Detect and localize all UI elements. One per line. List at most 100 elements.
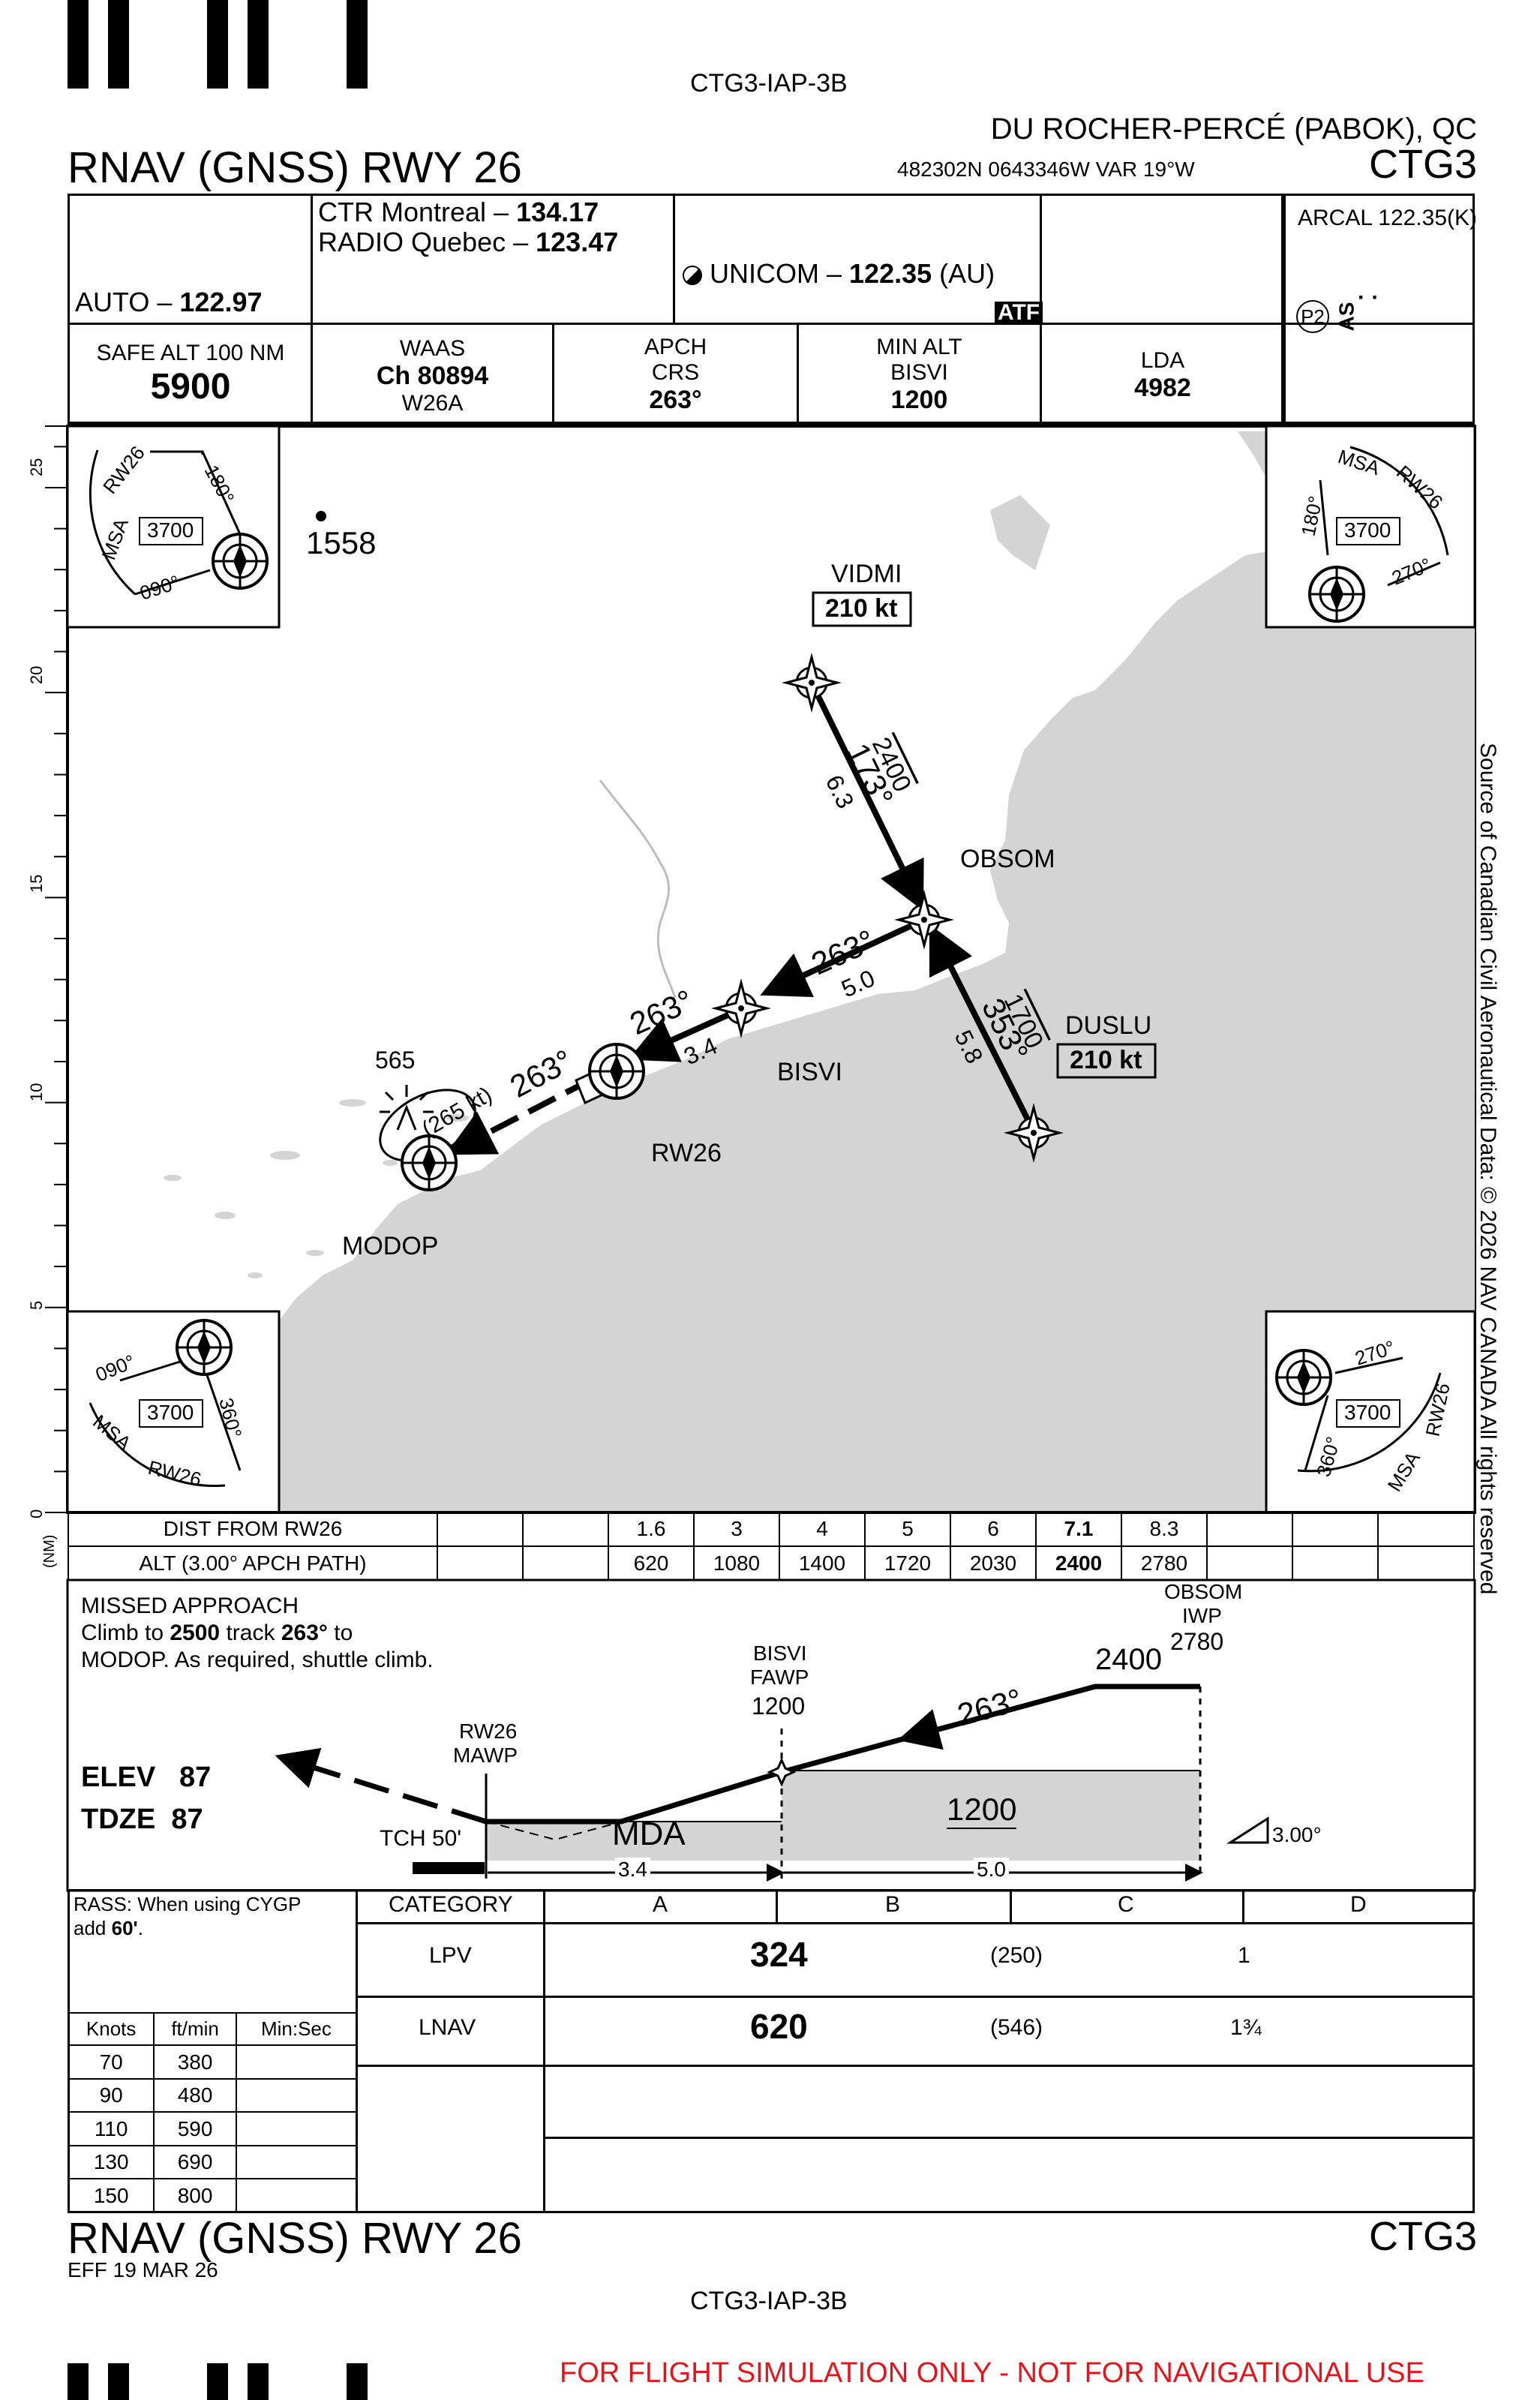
footer-procedure: RNAV (GNSS) RWY 26 [68, 2214, 522, 2263]
seg1-dist: 3.4 [615, 1858, 650, 1882]
msa-alt-bl: 3700 [147, 1401, 194, 1424]
distance-scale [45, 425, 68, 1513]
atf-badge: ATF [995, 302, 1043, 324]
msa-box-bottom-left [66, 1310, 281, 1514]
waas-cell: WAAS Ch 80894 W26A [376, 336, 489, 416]
intermediate-alt: 2400 [1095, 1643, 1162, 1676]
arcal-frequency: ARCAL 122.35(K) [1298, 206, 1478, 230]
alt-label: ALT (3.00° APCH PATH) [68, 1545, 438, 1581]
alt-value: 1080 [693, 1545, 780, 1581]
missed-approach-line2: MODOP. As required, shuttle climb. [81, 1648, 434, 1672]
unicom-icon [683, 266, 702, 286]
missed-approach-line1: Climb to 2500 track 263° to [81, 1621, 353, 1645]
source-note: Source of Canadian Civil Aeronautical Da… [1475, 743, 1500, 1595]
procedure-title: RNAV (GNSS) RWY 26 [68, 143, 522, 192]
rate-header: ft/min [153, 2011, 237, 2047]
lda-cell: LDA 4982 [1134, 348, 1191, 402]
bisvi-profile-alt: 1200 [752, 1693, 806, 1720]
mawp-label: MAWP [453, 1744, 518, 1767]
rate-fpm: 380 [153, 2044, 237, 2080]
msa-alt-br: 3700 [1344, 1401, 1391, 1424]
safe-alt-cell: SAFE ALT 100 NM 5900 [96, 341, 285, 407]
scale-tick-25: 25 [27, 458, 46, 476]
modop-fix [401, 1134, 458, 1191]
top-barcode [68, 0, 383, 89]
scale-tick-10: 10 [27, 1083, 46, 1101]
rate-fpm: 690 [153, 2144, 237, 2180]
category-a: A [653, 1892, 668, 1917]
scale-unit: (NM) [41, 1535, 58, 1568]
ctr-frequency: CTR Montreal – 134.17 [318, 197, 599, 227]
bisvi-label: BISVI [777, 1058, 842, 1086]
rate-header: Min:Sec [235, 2011, 358, 2047]
unicom-frequency: UNICOM – 122.35 (AU) [683, 258, 995, 290]
msa-box-bottom-right [1265, 1310, 1476, 1514]
land-inlet [990, 495, 1050, 570]
dist-value: 1.6 [608, 1511, 695, 1547]
river [599, 779, 677, 999]
rate-time [235, 2111, 358, 2146]
elev-label: ELEV 87 [81, 1762, 212, 1793]
minima-row-lnav-vis: 1¾ [1230, 2015, 1262, 2040]
dist-value: 3 [693, 1511, 780, 1547]
category-c: C [1118, 1892, 1134, 1917]
fawp-label: FAWP [750, 1666, 809, 1689]
category-d: D [1350, 1892, 1367, 1917]
bottom-barcode [68, 2363, 383, 2400]
scale-tick-5: 5 [27, 1301, 46, 1310]
msa-alt-tl: 3700 [147, 518, 194, 542]
minima-row-lnav-hat: (546) [990, 2015, 1043, 2040]
rate-time [235, 2144, 358, 2180]
distance-altitude-table: DIST FROM RW26 1.6 3 4 5 6 7.1 8.3 ALT (… [68, 1511, 1475, 1581]
as-dots: · · [1358, 285, 1379, 310]
disclaimer: FOR FLIGHT SIMULATION ONLY - NOT FOR NAV… [560, 2357, 1424, 2389]
arcal-box [1281, 194, 1286, 428]
p2-badge: P2 [1296, 300, 1329, 333]
scale-tick-20: 20 [27, 666, 46, 684]
rate-fpm: 800 [153, 2178, 237, 2213]
radio-frequency: RADIO Quebec – 123.47 [318, 227, 619, 257]
missed-approach-title: MISSED APPROACH [81, 1593, 299, 1618]
dist-value: 7.1 [1035, 1511, 1122, 1547]
gp-angle-label: 3.00° [1272, 1823, 1322, 1846]
mda-label: MDA [612, 1816, 686, 1852]
tdze-label: TDZE 87 [81, 1804, 203, 1835]
bisvi-profile-label: BISVI [753, 1642, 807, 1665]
airport-name: DU ROCHER-PERCÉ (PABOK), QC [990, 113, 1477, 146]
scale-tick-0: 0 [27, 1509, 46, 1518]
airport-coords: 482302N 0643346W VAR 19°W [897, 158, 1195, 181]
dist-value: 8.3 [1121, 1511, 1208, 1547]
rass-note: RASS: When using CYGP add 60'. [74, 1893, 302, 1939]
spot-elevation: 1558 [306, 525, 376, 560]
msa-box-top-left [66, 425, 281, 629]
rate-time [235, 2077, 358, 2113]
category-label: CATEGORY [389, 1892, 513, 1917]
chart-id-top: CTG3-IAP-3B [690, 69, 848, 98]
spot-elevation-dot [316, 511, 326, 521]
msa-box-top-right [1265, 425, 1476, 629]
dist-value: 5 [864, 1511, 951, 1547]
rw26-profile-label: RW26 [459, 1720, 518, 1743]
duslu-speed: 210 kt [1070, 1046, 1142, 1074]
chart-id-bottom: CTG3-IAP-3B [690, 2287, 848, 2315]
modop-label: MODOP [342, 1232, 438, 1260]
minima-row-lpv-vis: 1 [1238, 1943, 1250, 1968]
minima-row-lpv-mda: 324 [750, 1935, 808, 1974]
floor-alt-label: 1200 [947, 1792, 1017, 1829]
rate-knots: 90 [67, 2077, 155, 2113]
obsom-profile-label: OBSOM [1164, 1580, 1243, 1603]
obstacle-icon [380, 1085, 434, 1131]
apch-crs-cell: APCH CRS 263° [644, 335, 707, 414]
auto-frequency: AUTO – 122.97 [75, 287, 263, 317]
dist-value: 6 [950, 1511, 1037, 1547]
dist-value: 4 [779, 1511, 866, 1547]
alt-value: 620 [608, 1545, 695, 1581]
alt-value: 2780 [1121, 1545, 1208, 1581]
rw26-fix [588, 1043, 645, 1100]
rate-fpm: 590 [153, 2111, 237, 2146]
rate-header: Knots [67, 2011, 155, 2047]
obsom-label: OBSOM [960, 845, 1055, 873]
msa-alt-tr: 3700 [1344, 518, 1391, 542]
obsom-profile-alt: 2780 [1170, 1628, 1224, 1655]
